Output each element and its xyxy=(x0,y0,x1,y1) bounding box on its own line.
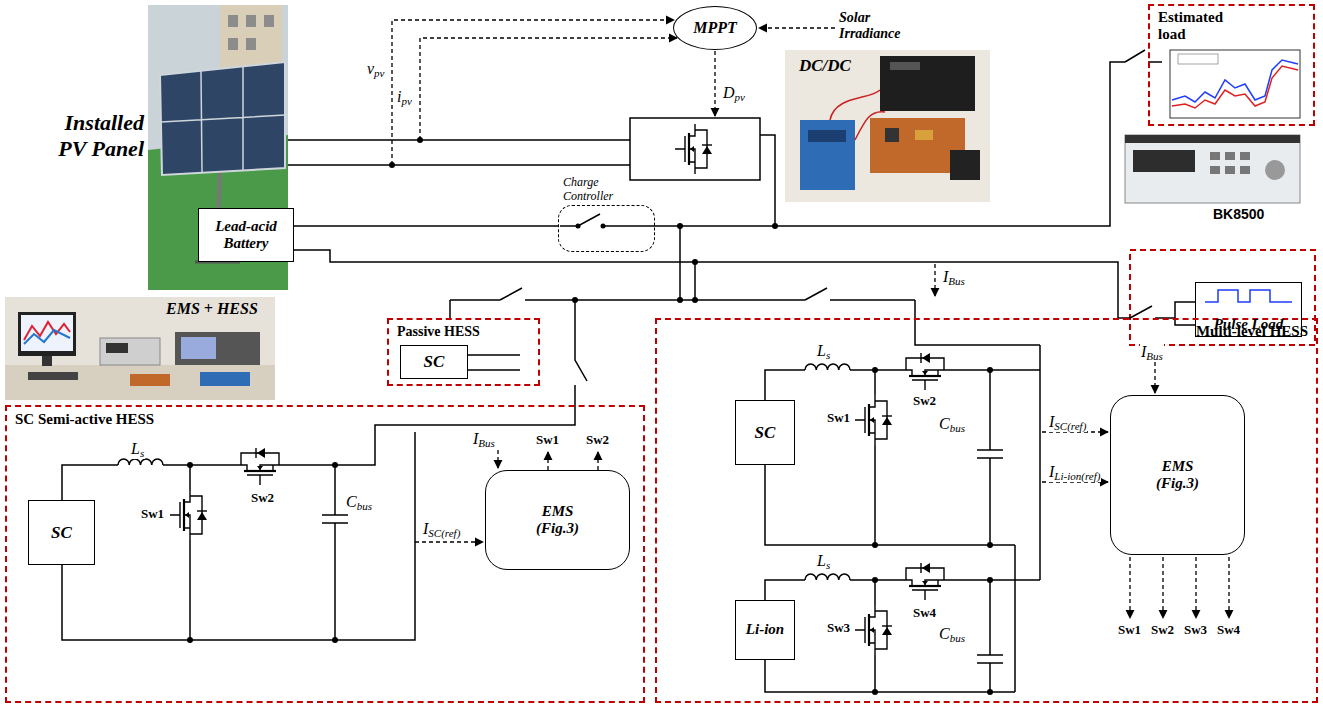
panel-heading: Multi-level HESS xyxy=(657,323,1316,340)
switch-label: Sw4 xyxy=(1216,622,1241,638)
switch-label: Sw1 xyxy=(140,506,165,522)
junction-dots xyxy=(187,137,993,695)
panel-heading: SC Semi-active HESS xyxy=(15,411,154,428)
panel-caption: Installed PV Panel xyxy=(38,110,145,162)
node-label: Lead-acid Battery xyxy=(203,218,289,253)
node-label: MPPT xyxy=(693,19,737,37)
panel-heading: Charge Controller xyxy=(563,176,635,204)
inductor-symbol xyxy=(805,574,850,580)
signal-name: IBus xyxy=(942,268,966,287)
charge-controller: Charge Controller xyxy=(558,205,655,252)
mosfet-symbol xyxy=(855,395,892,445)
switch-label: Sw2 xyxy=(912,393,937,409)
mosfet-symbol xyxy=(900,353,950,390)
lab-bench-photo xyxy=(5,297,275,400)
circuit-symbols xyxy=(118,353,950,655)
switch-label: Sw3 xyxy=(1183,622,1208,638)
mosfet-symbol xyxy=(900,563,950,600)
input-label: Solar Irradiance xyxy=(838,10,922,42)
signal-name: ipv xyxy=(396,88,413,107)
semi-active-hess-panel: SC Semi-active HESS SC EMS (Fig.3) xyxy=(5,405,645,703)
photo-caption: EMS + HESS xyxy=(165,300,259,318)
component-label: Cbus xyxy=(938,625,966,644)
component-label: Ls xyxy=(130,440,145,459)
dcdc-photo xyxy=(785,50,990,202)
signal-name: IBus xyxy=(1140,343,1164,362)
node-label: Li-ion xyxy=(746,621,784,638)
mppt-circle: MPPT xyxy=(673,6,757,50)
node-label: SC xyxy=(51,523,72,543)
node-label: EMS (Fig.3) xyxy=(523,503,593,538)
component-label: Ls xyxy=(816,552,831,571)
panel-heading: Passive HESS xyxy=(397,324,480,340)
signal-name: IBus xyxy=(472,430,496,449)
switch-label: Sw2 xyxy=(585,432,610,448)
switch-label: Sw2 xyxy=(1150,622,1175,638)
switch-label: Sw1 xyxy=(826,410,851,426)
electronic-load-photo xyxy=(1125,135,1300,203)
supercapacitor-box: SC xyxy=(400,345,468,379)
node-label: EMS (Fig.3) xyxy=(1143,458,1213,493)
signal-name: Dpv xyxy=(722,84,746,103)
mosfet-symbol xyxy=(170,490,207,540)
switch-label: Sw1 xyxy=(535,432,560,448)
photo-caption: BK8500 xyxy=(1212,206,1265,222)
supercapacitor-box: SC xyxy=(735,400,795,465)
mosfet-symbol xyxy=(235,448,285,485)
ems-box: EMS (Fig.3) xyxy=(485,470,630,570)
node-label: SC xyxy=(424,352,445,372)
wire-connector xyxy=(294,225,558,227)
component-label: Cbus xyxy=(345,493,373,512)
passive-hess-panel: Passive HESS SC xyxy=(387,318,540,386)
converter-box xyxy=(630,118,760,180)
component-label: Cbus xyxy=(938,415,966,434)
wires xyxy=(62,50,1195,692)
li-ion-battery-box: Li-ion xyxy=(735,600,795,660)
signal-name: ILi-ion(ref) xyxy=(1048,463,1101,482)
panel-heading: Estimated load xyxy=(1158,9,1248,44)
switch-label: Sw3 xyxy=(826,620,851,636)
switch-label: Sw2 xyxy=(250,490,275,506)
inductor-symbol xyxy=(118,459,163,465)
signal-name: ISC(ref) xyxy=(422,520,461,539)
battery-box: Lead-acid Battery xyxy=(198,208,294,262)
mosfet-symbol xyxy=(675,124,712,174)
mosfet-symbol xyxy=(855,605,892,655)
photo-caption: DC/DC xyxy=(798,56,852,76)
switch-label: Sw4 xyxy=(912,605,937,621)
signal-name: vpv xyxy=(366,60,386,79)
component-label: Ls xyxy=(816,342,831,361)
supercapacitor-box: SC xyxy=(28,500,95,565)
load-profile-chart xyxy=(1170,50,1300,118)
node-label: SC xyxy=(755,423,776,443)
ems-box: EMS (Fig.3) xyxy=(1110,395,1245,555)
estimated-load-panel: Estimated load xyxy=(1148,4,1315,126)
inductor-symbol xyxy=(805,364,850,370)
switch-label: Sw1 xyxy=(1117,622,1142,638)
signal-name: ISC(ref) xyxy=(1048,413,1087,432)
multi-level-hess-panel: Multi-level HESS SC Li-ion EMS (Fig.3) xyxy=(655,318,1318,703)
